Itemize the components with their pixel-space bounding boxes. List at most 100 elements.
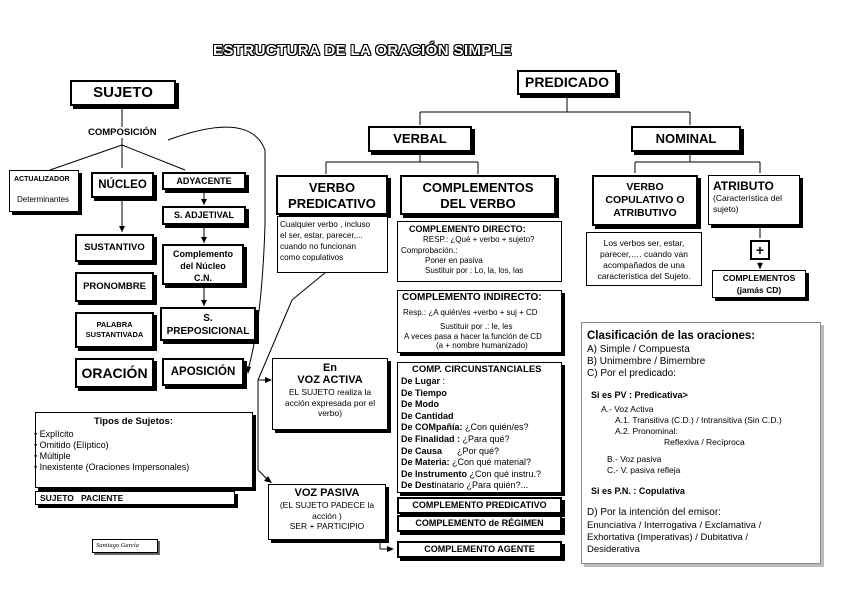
- cv-line-2: DEL VERBO: [440, 196, 516, 211]
- va-desc-2: acción expresada por el: [284, 397, 376, 408]
- complemento-agente-box: COMPLEMENTO AGENTE: [397, 541, 562, 558]
- clas-a2: A.2. Pronominal:: [615, 426, 678, 436]
- clas-pn: Si es P.N. : Copulativa: [591, 486, 685, 496]
- vpas-desc-3: SER + PARTICIPIO: [289, 521, 365, 531]
- sujeto-box: SUJETO: [70, 80, 176, 106]
- clas-d-1: Enunciativa / Interrogativa / Exclamativ…: [587, 520, 762, 531]
- oracion-box: ORACIÓN: [75, 358, 154, 388]
- diagram-title: ESTRUCTURA DE LA ORACIÓN SIMPLE: [213, 42, 512, 59]
- complementos-circunstanciales-box: COMP. CIRCUNSTANCIALES De Lugar : De Tie…: [397, 362, 562, 493]
- clas-c: C) Por el predicado:: [587, 368, 676, 379]
- complementos-verbo-box: COMPLEMENTOS DEL VERBO: [400, 175, 556, 215]
- cn-line-3: C.N.: [194, 273, 212, 283]
- tipo-item-2: • Omitido (Elíptico): [34, 440, 109, 450]
- predicado-box: PREDICADO: [517, 70, 617, 95]
- s-preposicional-box: S. PREPOSICIONAL: [160, 307, 256, 341]
- clas-b-pasiva: B.- Voz pasiva: [607, 454, 662, 464]
- clas-d-2: Exhortativa (Imperativas) / Dubitativa /: [587, 532, 749, 543]
- cc-item: De Finalidad : ¿Para qué?: [401, 433, 510, 444]
- cd-line-2: Comprobación.:: [401, 246, 458, 255]
- va-line-1: En: [322, 362, 338, 374]
- cj-line-1: COMPLEMENTOS: [722, 273, 796, 283]
- complemento-predicativo-box: COMPLEMENTO PREDICATIVO: [397, 497, 562, 514]
- ci-line-3: A veces pasa a hacer la función de CD: [404, 332, 542, 341]
- clas-d: D) Por la intención del emisor:: [587, 507, 721, 518]
- actualizador-box: ACTUALIZADOR Determinantes: [9, 170, 79, 212]
- sustantivada-label: SUSTANTIVADA: [85, 330, 144, 339]
- ci-heading: COMPLEMENTO INDIRECTO:: [402, 292, 542, 303]
- clas-c-refleja: C.- V. pasiva refleja: [607, 465, 681, 475]
- vc-line-1: VERBO: [626, 181, 664, 193]
- clas-a1: A.1. Transitiva (C.D.) / Intransitiva (S…: [615, 415, 782, 425]
- complemento-directo-box: COMPLEMENTO DIRECTO: RESP.: ¿Qué + verbo…: [397, 221, 562, 282]
- cd-line-3: Poner en pasiva: [425, 256, 483, 265]
- vp-line-1: VERBO: [308, 180, 356, 195]
- sustantivo-box: SUSTANTIVO: [75, 234, 154, 262]
- ci-line-2: Sustituir por .: le, les: [440, 322, 513, 331]
- sp-line-2: PREPOSICIONAL: [166, 326, 250, 337]
- tipos-heading: Tipos de Sujetos:: [94, 416, 174, 427]
- vc-desc-1: Los verbos ser, estar,: [603, 238, 685, 248]
- adyacente-box: ADYACENTE: [162, 172, 246, 190]
- determinantes-label: Determinantes: [17, 195, 70, 204]
- va-desc-3: verbo): [317, 408, 343, 418]
- va-desc-1: EL SUJETO realiza la: [288, 387, 372, 397]
- clas-a: A) Simple / Compuesta: [587, 344, 690, 355]
- clas-pv: Si es PV : Predicativa>: [591, 390, 688, 400]
- clasificacion-box: Clasificación de las oraciones: A) Simpl…: [581, 322, 821, 564]
- vp-desc-2: el ser, estar, parecer,...: [280, 231, 363, 240]
- palabra-label: PALABRA: [96, 320, 133, 329]
- cc-item: De Materia: ¿Con qué material?: [401, 457, 532, 468]
- clas-b: B) Unimembre / Bimembre: [587, 356, 706, 367]
- atributo-desc-2: sujeto): [713, 204, 739, 214]
- cc-item: De Causa ¿Por qué?: [401, 445, 500, 456]
- vc-desc-3: acompañados de una: [603, 260, 685, 270]
- composicion-label: COMPOSICIÓN: [88, 127, 157, 138]
- vpas-desc-1: (EL SUJETO PADECE la: [279, 500, 375, 510]
- va-line-2: VOZ ACTIVA: [297, 374, 363, 386]
- cc-item: De Destinatario ¿Para quién?...: [401, 480, 529, 491]
- vc-desc-4: característica del Sujeto.: [597, 271, 691, 281]
- vpas-label: VOZ PASIVA: [294, 487, 360, 499]
- cd-line-1: RESP.: ¿Qué + verbo + sujeto?: [423, 235, 535, 244]
- vpas-desc-2: acción ): [312, 510, 342, 521]
- pronombre-box: PRONOMBRE: [75, 272, 154, 302]
- cc-item: De Cantidad: [401, 410, 454, 421]
- author-signature: Santiago García: [92, 539, 158, 553]
- vp-desc-4: como copulativos: [280, 253, 344, 262]
- clas-a2b: Reflexiva / Recíproca: [664, 437, 745, 447]
- complemento-nucleo-box: Complemento del Núcleo C.N.: [162, 244, 244, 285]
- ci-line-4: (a + nombre humanizado): [436, 341, 528, 350]
- verbo-predicativo-desc: Cualquier verbo , incluso el ser, estar,…: [277, 216, 388, 273]
- ci-line-1: Resp.: ¿A quién/es +verbo + suj + CD: [403, 308, 538, 317]
- cn-line-2: del Núcleo: [180, 261, 226, 271]
- tipo-item-1: • Explícito: [34, 429, 74, 439]
- verbo-copulativo-box: VERBO COPULATIVO O ATRIBUTIVO: [592, 175, 698, 226]
- cn-line-1: Complemento: [172, 249, 233, 259]
- tipo-item-3: • Múltiple: [34, 451, 71, 461]
- clas-heading: Clasificación de las oraciones:: [587, 330, 756, 342]
- vp-desc-3: cuando no funcionan: [280, 242, 357, 251]
- vp-line-2: PREDICATIVO: [288, 196, 376, 211]
- aposicion-box: APOSICIÓN: [162, 358, 244, 386]
- complemento-indirecto-box: COMPLEMENTO INDIRECTO: Resp.: ¿A quién/e…: [397, 290, 562, 353]
- verbo-predicativo-box: VERBO PREDICATIVO: [276, 175, 388, 215]
- palabra-sustantivada-box: PALABRA SUSTANTIVADA: [75, 312, 154, 348]
- cc-list: De Lugar : De Tiempo De Modo De Cantidad…: [401, 376, 541, 492]
- cc-item: De Modo: [401, 399, 439, 410]
- complemento-regimen-box: COMPLEMENTO de RÉGIMEN: [397, 515, 562, 532]
- s-adjetival-box: S. ADJETIVAL: [162, 206, 246, 225]
- atributo-label: ATRIBUTO: [713, 179, 774, 193]
- cc-heading: COMP. CIRCUNSTANCIALES: [412, 364, 542, 375]
- sp-line-1: S.: [203, 313, 213, 324]
- atributo-desc-1: (Característica del: [713, 193, 782, 203]
- cd-heading: COMPLEMENTO DIRECTO:: [409, 224, 526, 234]
- vp-desc-1: Cualquier verbo , incluso: [280, 220, 371, 229]
- voz-pasiva-box: VOZ PASIVA (EL SUJETO PADECE la acción )…: [268, 484, 386, 540]
- clas-a-activa: A.- Voz Activa: [601, 404, 654, 414]
- cj-line-2: (jamás CD): [736, 285, 782, 295]
- cd-line-4: Sustituir por : Lo, la, los, las: [425, 266, 524, 275]
- vc-desc-2: parecer,…. cuando van: [600, 249, 688, 259]
- verbo-copulativo-desc: Los verbos ser, estar, parecer,…. cuando…: [586, 232, 702, 286]
